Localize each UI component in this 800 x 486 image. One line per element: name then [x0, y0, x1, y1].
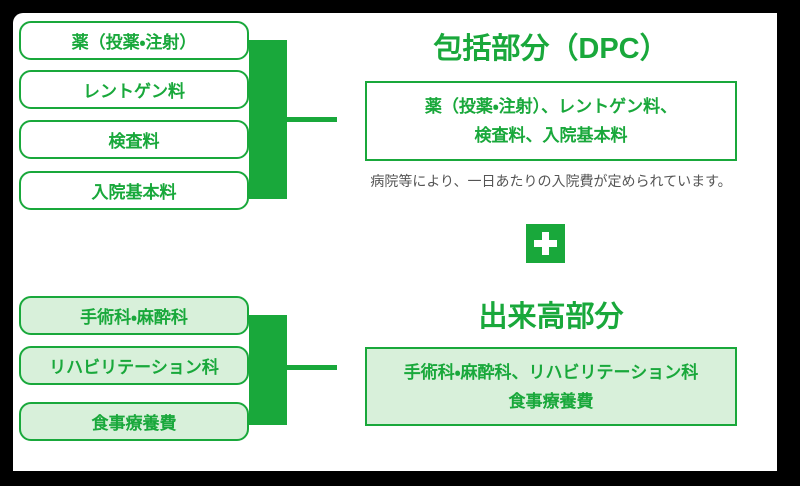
item-label: 検査料	[108, 132, 160, 151]
item-box-meal-care: 食事療養費	[19, 402, 249, 441]
item-box-surgery-anesthesia: 手術科・麻酔科	[19, 296, 249, 335]
top-bracket-bar	[249, 40, 287, 199]
item-box-xray: レントゲン料	[19, 70, 249, 109]
item-box-medication: 薬（投薬・注射）	[19, 21, 249, 60]
fee-for-service-summary-box: 手術科・麻酔科、リハビリテーション科 食事療養費	[365, 347, 737, 426]
plus-icon	[526, 224, 565, 263]
bottom-bracket-line	[287, 365, 337, 370]
top-bracket-line	[287, 117, 337, 122]
bottom-bracket-bar	[249, 315, 287, 425]
fee-for-service-summary-line1: 手術科・麻酔科、リハビリテーション科	[403, 362, 699, 382]
item-label: リハビリテーション科	[49, 358, 219, 377]
item-label: 入院基本料	[91, 183, 177, 202]
item-box-rehabilitation: リハビリテーション科	[19, 346, 249, 385]
bundled-section-title: 包括部分（DPC）	[433, 33, 669, 65]
fee-for-service-section-title: 出来高部分	[478, 301, 624, 333]
item-label: レントゲン料	[83, 82, 185, 101]
item-label: 手術科・麻酔科	[80, 308, 188, 327]
bundled-summary-line1: 薬（投薬・注射）、レントゲン料、	[424, 97, 678, 116]
bundled-summary-line2: 検査料、入院基本料	[474, 126, 628, 145]
item-box-examination: 検査料	[19, 120, 249, 159]
bundled-section-note: 病院等により、一日あたりの入院費が定められています。	[370, 173, 732, 189]
item-label: 食事療養費	[91, 414, 177, 433]
bundled-summary-box: 薬（投薬・注射）、レントゲン料、 検査料、入院基本料	[365, 81, 737, 161]
item-box-hospitalization-basic: 入院基本料	[19, 171, 249, 210]
fee-for-service-summary-line2: 食事療養費	[508, 391, 594, 411]
item-label: 薬（投薬・注射）	[71, 33, 197, 52]
